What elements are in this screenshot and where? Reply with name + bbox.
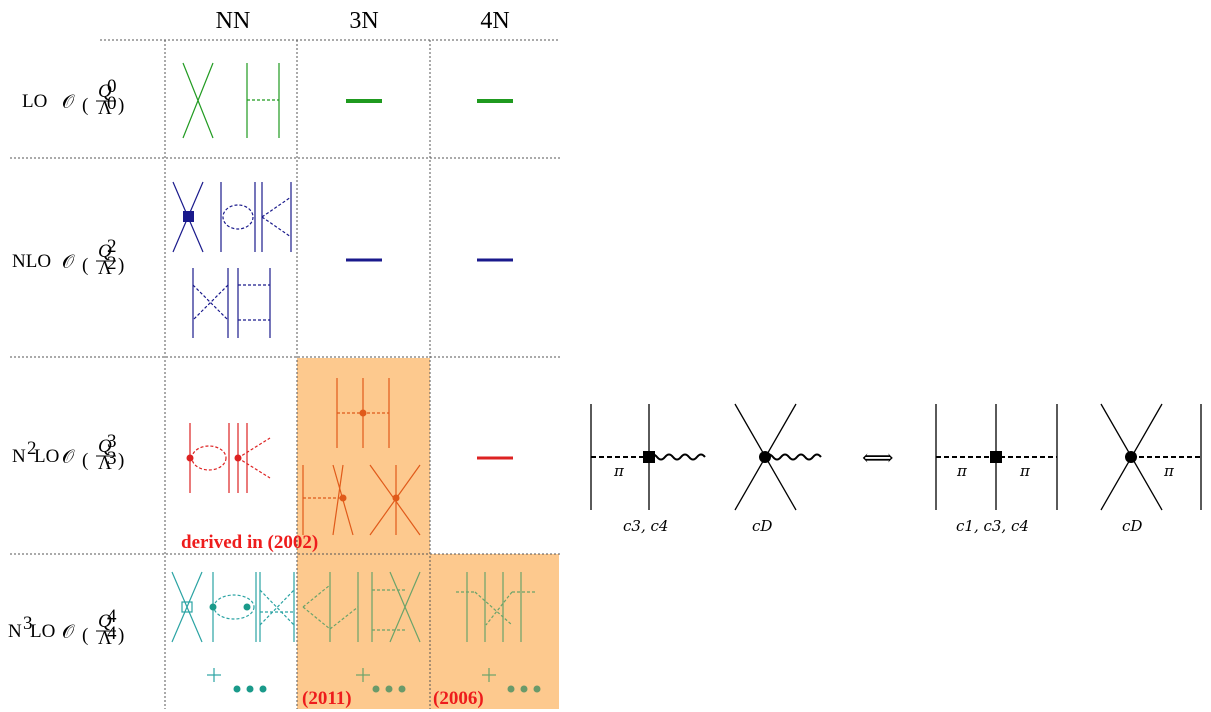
svg-text:4: 4 <box>107 623 117 644</box>
pi-label-1: π <box>613 462 625 480</box>
svg-text:Λ: Λ <box>98 98 112 119</box>
svg-text:Q: Q <box>98 436 112 457</box>
svg-text:2: 2 <box>107 253 117 274</box>
svg-text:(: ( <box>82 450 88 471</box>
n3lo-4n-diagrams <box>456 572 535 682</box>
header-4n: 4N <box>480 8 509 34</box>
header-nn: NN <box>216 8 251 34</box>
left-diagram-2-vertex <box>759 451 771 463</box>
label-c1-c3-c4: c1, c3, c4 <box>956 517 1029 535</box>
label-cd-left: cD <box>752 517 772 535</box>
svg-text:2: 2 <box>107 236 117 257</box>
svg-text:Q: Q <box>98 81 112 102</box>
svg-text:(: ( <box>82 625 88 646</box>
row-label-nlo: NLO 𝒪 ( Q 2 Λ 2 ) <box>12 236 124 279</box>
n2lo-vertex-1 <box>186 454 194 462</box>
svg-text:4: 4 <box>107 606 117 627</box>
lo-nn-diagrams <box>182 62 280 139</box>
svg-text:3: 3 <box>107 448 117 469</box>
n3lo-nn-diagrams <box>171 571 295 682</box>
row-label-n2lo: N 2 LO 𝒪 ( Q 3 Λ 3 ) <box>12 431 124 474</box>
svg-text:LO: LO <box>30 621 55 642</box>
svg-text:2: 2 <box>27 438 37 459</box>
n3lo-3n-more-dots <box>372 685 406 693</box>
n3lo-nn-more-dots <box>233 685 267 693</box>
label-cd-right: cD <box>1122 517 1142 535</box>
highlight-n3lo-4n <box>430 554 559 709</box>
svg-text:): ) <box>118 255 124 276</box>
row-label-n3lo: N 3 LO 𝒪 ( Q 4 Λ 4 ) <box>8 606 124 649</box>
year-4n: (2006) <box>433 688 484 709</box>
svg-text:0: 0 <box>107 93 117 114</box>
right-diagram-2-vertex <box>1125 451 1137 463</box>
svg-text:Λ: Λ <box>98 258 112 279</box>
pi-label-3: π <box>1019 462 1031 480</box>
svg-text:NLO: NLO <box>12 251 51 272</box>
pi-label-2: π <box>956 462 968 480</box>
svg-text:Q: Q <box>98 241 112 262</box>
highlight-n3lo-3n <box>297 554 430 709</box>
svg-text:LO: LO <box>22 91 47 112</box>
n3lo-4n-more-dots <box>507 685 541 693</box>
year-3n: (2011) <box>302 688 352 709</box>
row-label-lo: LO 𝒪 ( Q 0 Λ 0 ) <box>22 76 124 119</box>
svg-text:(: ( <box>82 95 88 116</box>
svg-text:3: 3 <box>23 613 33 634</box>
svg-text:LO: LO <box>34 446 59 467</box>
table-grid <box>10 39 560 709</box>
n3lo-vertex-1 <box>209 603 217 611</box>
n2lo-nn-diagrams <box>189 423 271 493</box>
pi-label-4: π <box>1163 462 1175 480</box>
n2lo-3n-vertex-3 <box>392 494 400 502</box>
nlo-contact-vertex <box>183 211 194 222</box>
left-diagram-1-vertex <box>643 451 655 463</box>
svg-text:): ) <box>118 450 124 471</box>
svg-text:Q: Q <box>98 611 112 632</box>
svg-text:3: 3 <box>107 431 117 452</box>
equivalence-arrow: ⟺ <box>862 446 894 471</box>
svg-text:(: ( <box>82 255 88 276</box>
svg-text:N: N <box>8 621 22 642</box>
svg-text:0: 0 <box>107 76 117 97</box>
n3lo-vertex-2 <box>243 603 251 611</box>
svg-text:𝒪: 𝒪 <box>62 252 76 273</box>
n2lo-3n-vertex-2 <box>339 494 347 502</box>
header-3n: 3N <box>349 8 378 34</box>
svg-text:): ) <box>118 625 124 646</box>
label-c3-c4: c3, c4 <box>623 517 668 535</box>
n2lo-vertex-2 <box>234 454 242 462</box>
svg-text:𝒪: 𝒪 <box>62 447 76 468</box>
svg-text:Λ: Λ <box>98 628 112 649</box>
svg-text:Λ: Λ <box>98 453 112 474</box>
left-diagram-2 <box>734 403 822 511</box>
svg-text:𝒪: 𝒪 <box>62 92 76 113</box>
svg-text:𝒪: 𝒪 <box>62 622 76 643</box>
right-diagram-1-vertex <box>990 451 1002 463</box>
right-diagram-2 <box>1100 403 1202 511</box>
svg-text:N: N <box>12 446 26 467</box>
derived-annotation: derived in (2002) <box>181 532 318 553</box>
n3lo-3n-diagrams <box>302 571 421 682</box>
n2lo-3n-vertex-1 <box>359 409 367 417</box>
svg-text:): ) <box>118 95 124 116</box>
nlo-nn-diagrams <box>172 181 292 338</box>
